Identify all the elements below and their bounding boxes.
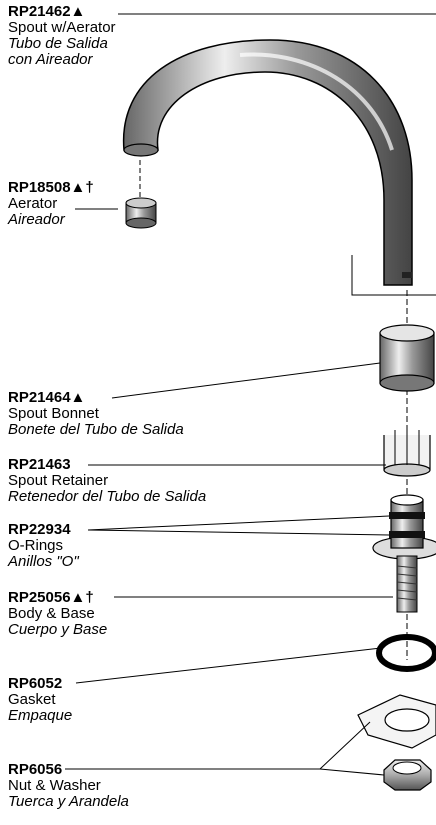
part-name-english: Gasket	[8, 691, 56, 708]
leader-lines	[65, 13, 436, 776]
part-name-spanish: Tuerca y Arandela	[8, 793, 129, 810]
part-name-english: Body & Base	[8, 605, 95, 622]
part-name-english: O-Rings	[8, 537, 64, 554]
part-number: RP6052	[8, 675, 63, 692]
part-number: RP25056▲†	[8, 589, 94, 606]
part-name-english: Spout Bonnet	[8, 405, 99, 422]
part-label-nut-and-washer: RP6056 Nut & Washer Tuerca y Arandela	[8, 762, 129, 810]
part-name-english: Spout Retainer	[8, 472, 109, 489]
part-label-spout-retainer: RP21463 Spout Retainer Retenedor del Tub…	[8, 457, 206, 505]
part-name-spanish: Retenedor del Tubo de Salida	[8, 488, 207, 505]
body-and-base-illustration	[372, 494, 436, 613]
spout-retainer-illustration	[383, 428, 431, 477]
part-name-english: Nut & Washer	[8, 777, 101, 794]
part-label-gasket: RP6052 Gasket Empaque	[8, 676, 72, 724]
part-name-spanish: Cuerpo y Base	[8, 621, 108, 638]
spout-bonnet-illustration	[379, 324, 435, 392]
part-label-body-and-base: RP25056▲† Body & Base Cuerpo y Base	[8, 590, 107, 638]
part-number: RP21464▲	[8, 389, 86, 406]
part-label-spout: RP21462▲ Spout w/Aerator Tubo de Salida …	[8, 4, 116, 68]
washer-illustration	[357, 694, 436, 749]
spout-illustration	[122, 39, 413, 286]
part-number: RP6056	[8, 761, 63, 778]
part-number: RP22934	[8, 521, 71, 538]
part-name-english: Spout w/Aerator	[8, 19, 116, 36]
part-name-spanish: Aireador	[8, 211, 65, 228]
part-number: RP18508▲†	[8, 179, 94, 196]
part-label-spout-bonnet: RP21464▲ Spout Bonnet Bonete del Tubo de…	[8, 390, 184, 438]
part-name-spanish-line2: con Aireador	[8, 51, 93, 68]
part-label-o-rings: RP22934 O-Rings Anillos "O"	[8, 522, 79, 570]
nut-illustration	[383, 759, 432, 791]
part-label-aerator: RP18508▲† Aerator Aireador	[8, 180, 94, 228]
part-name-spanish: Tubo de Salida	[8, 35, 108, 52]
part-name-spanish: Bonete del Tubo de Salida	[8, 421, 184, 438]
spout-outline	[351, 255, 436, 296]
gasket-illustration	[376, 634, 436, 672]
part-number: RP21462▲	[8, 3, 86, 20]
part-name-spanish: Anillos "O"	[8, 553, 79, 570]
part-name-spanish: Empaque	[8, 707, 73, 724]
part-name-english: Aerator	[8, 195, 58, 212]
aerator-illustration	[125, 197, 157, 229]
part-number: RP21463	[8, 456, 71, 473]
